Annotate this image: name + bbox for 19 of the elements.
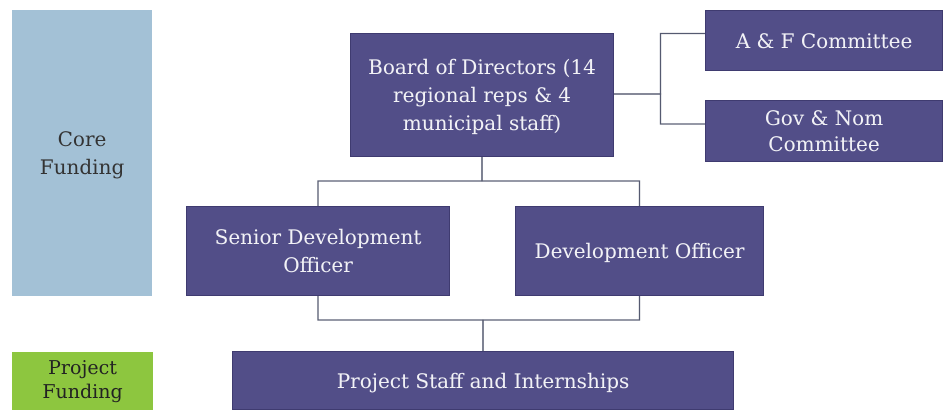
node-label: Senior Development Officer [214, 224, 422, 279]
org-box [186, 206, 450, 296]
node-label: A & F Committee [736, 28, 912, 54]
node-label: Gov & Nom Committee [764, 105, 884, 157]
node-label: Development Officer [534, 238, 744, 265]
connector-line [482, 296, 640, 351]
org-box [705, 10, 943, 71]
org-box [232, 351, 734, 410]
node-label: Project Staff and Internships [336, 368, 630, 394]
funding-band [12, 352, 153, 410]
org-box [515, 206, 764, 296]
org-box [350, 33, 614, 157]
node-label: Board of Directors (14 regional reps & 4 municipal staff) [367, 54, 597, 137]
node-label: Project Funding [41, 357, 124, 405]
funding-band [12, 10, 152, 296]
connector-line [481, 157, 640, 206]
org-box [705, 100, 943, 162]
connector-line [614, 93, 705, 125]
node-label: Core Funding [38, 126, 126, 181]
